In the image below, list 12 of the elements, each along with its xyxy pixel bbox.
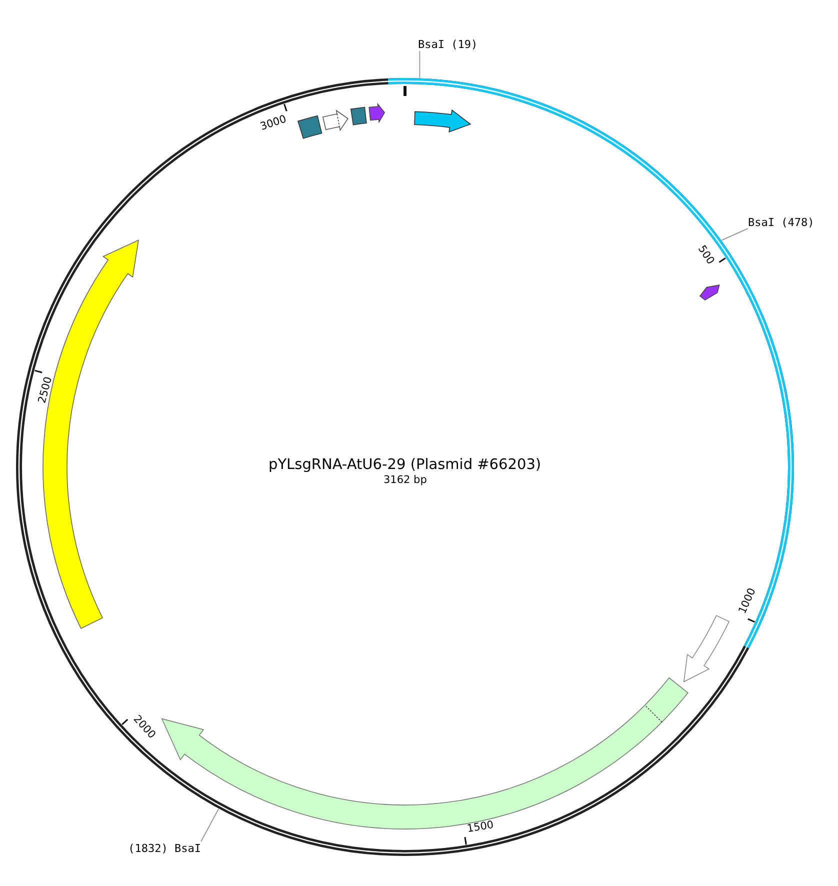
- plasmid-name: pYLsgRNA-AtU6-29 (Plasmid #66203): [268, 457, 542, 474]
- site-label: BsaI (478): [748, 216, 814, 228]
- position-label: 1500: [466, 819, 494, 836]
- site-label: BsaI (19): [418, 38, 478, 51]
- leader-line: [721, 228, 748, 241]
- leader-line: [200, 808, 220, 842]
- position-label: 2500: [36, 376, 54, 405]
- position-label: 1000: [736, 586, 759, 616]
- position-label: 3000: [258, 113, 288, 134]
- plasmid-size: 3162 bp: [384, 474, 427, 486]
- leader-line: [419, 50, 420, 78]
- site-label: (1832) BsaI: [128, 842, 201, 854]
